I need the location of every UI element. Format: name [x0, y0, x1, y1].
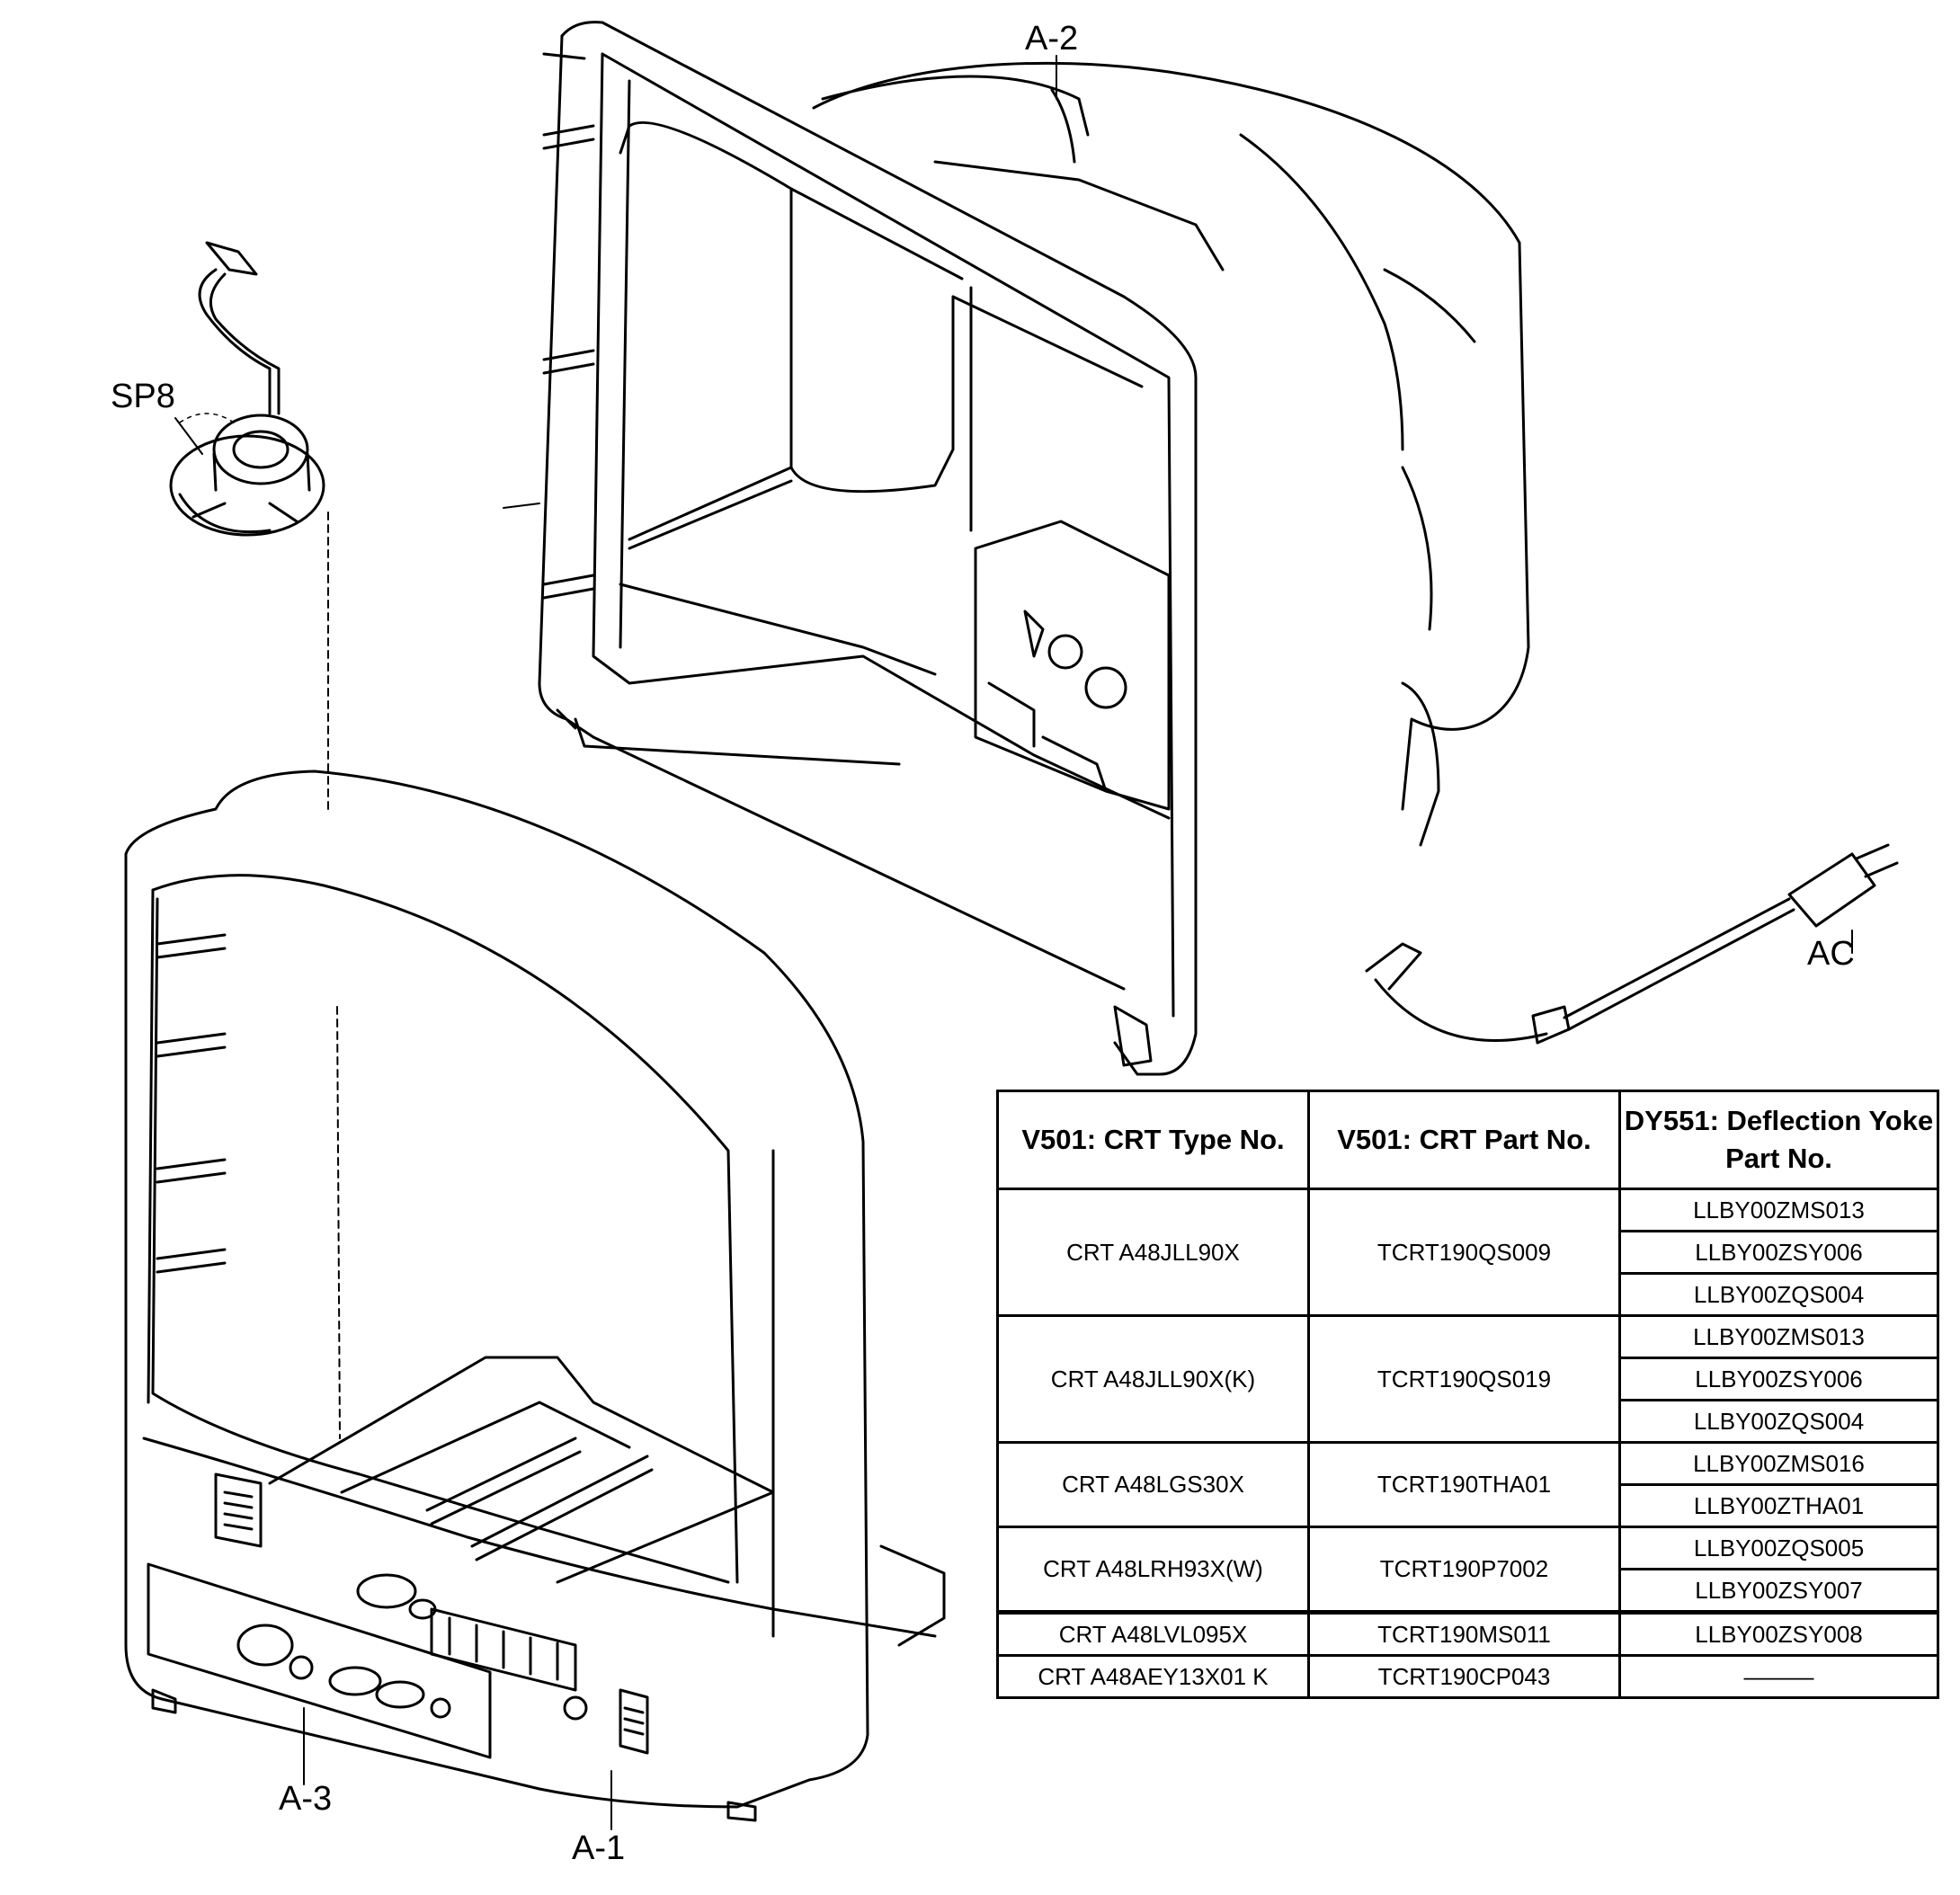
- yoke-part-cell: LLBY00ZMS016: [1618, 1441, 1939, 1486]
- yoke-part-cell: LLBY00ZSY007: [1618, 1568, 1939, 1614]
- label-sp8: SP8: [111, 378, 175, 415]
- table-row: CRT A48LVL095X TCRT190MS011 LLBY00ZSY008: [996, 1610, 1939, 1657]
- table-row: CRT A48LGS30X TCRT190THA01 LLBY00ZMS016: [996, 1441, 1939, 1528]
- crt-type-cell: CRT A48JLL90X: [996, 1188, 1310, 1317]
- yoke-part-cell: LLBY00ZQS004: [1618, 1272, 1939, 1317]
- crt-parts-table: V501: CRT Type No. V501: CRT Part No. DY…: [996, 1090, 1939, 1699]
- table-header-row: V501: CRT Type No. V501: CRT Part No. DY…: [996, 1090, 1939, 1190]
- yoke-part-cell: LLBY00ZTHA01: [1618, 1483, 1939, 1528]
- crt-type-cell: CRT A48LRH93X(W): [996, 1526, 1310, 1614]
- header-yoke-part: DY551: Deflection Yoke Part No.: [1618, 1090, 1939, 1190]
- header-crt-part: V501: CRT Part No.: [1307, 1090, 1621, 1190]
- label-a2: A-2: [1025, 20, 1079, 58]
- yoke-part-cell: LLBY00ZSY008: [1618, 1610, 1939, 1657]
- label-a1: A-1: [572, 1829, 626, 1867]
- crt-type-cell: CRT A48LGS30X: [996, 1441, 1310, 1528]
- table-row: CRT A48LRH93X(W) TCRT190P7002 LLBY00ZQS0…: [996, 1526, 1939, 1614]
- label-a3: A-3: [279, 1780, 333, 1818]
- table-row: LLBY00ZSY007: [998, 1568, 1939, 1614]
- yoke-part-cell: LLBY00ZQS005: [1618, 1526, 1939, 1570]
- crt-part-cell: TCRT190QS009: [1307, 1188, 1621, 1317]
- crt-type-cell: CRT A48JLL90X(K): [996, 1314, 1310, 1444]
- yoke-part-cell: LLBY00ZSY006: [1618, 1357, 1939, 1401]
- yoke-part-cell: LLBY00ZSY006: [1618, 1230, 1939, 1275]
- yoke-part-cell: ———: [1618, 1654, 1939, 1699]
- header-crt-type: V501: CRT Type No.: [996, 1090, 1310, 1190]
- leader-lines: [174, 55, 1853, 1830]
- table-row: CRT A48JLL90X TCRT190QS009 LLBY00ZMS013: [996, 1188, 1939, 1317]
- yoke-part-cell: LLBY00ZQS004: [1618, 1399, 1939, 1444]
- table-row: CRT A48AEY13X01 K TCRT190CP043 ———: [996, 1654, 1939, 1699]
- front-cabinet-a1: [124, 770, 946, 1822]
- crt-part-cell: TCRT190QS019: [1307, 1314, 1621, 1444]
- table-row: LLBY00ZQS004: [998, 1399, 1939, 1444]
- table-row: LLBY00ZSY006: [998, 1230, 1939, 1275]
- speaker-sp8: [169, 241, 325, 537]
- crt-part-cell: TCRT190THA01: [1307, 1441, 1621, 1528]
- crt-type-cell: CRT A48LVL095X: [996, 1610, 1310, 1657]
- yoke-part-cell: LLBY00ZMS013: [1618, 1314, 1939, 1359]
- crt-part-cell: TCRT190CP043: [1307, 1654, 1621, 1699]
- table-row: LLBY00ZQS004: [998, 1272, 1939, 1317]
- table-row: LLBY00ZTHA01: [998, 1483, 1939, 1528]
- front-panel-a3: [147, 1562, 492, 1759]
- ac-power-cord: [1365, 843, 1899, 1045]
- yoke-part-cell: LLBY00ZMS013: [1618, 1188, 1939, 1232]
- rear-cabinet-a2: [538, 21, 1530, 1076]
- table-row: CRT A48JLL90X(K) TCRT190QS019 LLBY00ZMS0…: [996, 1314, 1939, 1444]
- label-ac: AC: [1807, 935, 1855, 973]
- crt-type-cell: CRT A48AEY13X01 K: [996, 1654, 1310, 1699]
- table-row: LLBY00ZSY006: [998, 1357, 1939, 1401]
- crt-part-cell: TCRT190MS011: [1307, 1610, 1621, 1657]
- crt-part-cell: TCRT190P7002: [1307, 1526, 1621, 1614]
